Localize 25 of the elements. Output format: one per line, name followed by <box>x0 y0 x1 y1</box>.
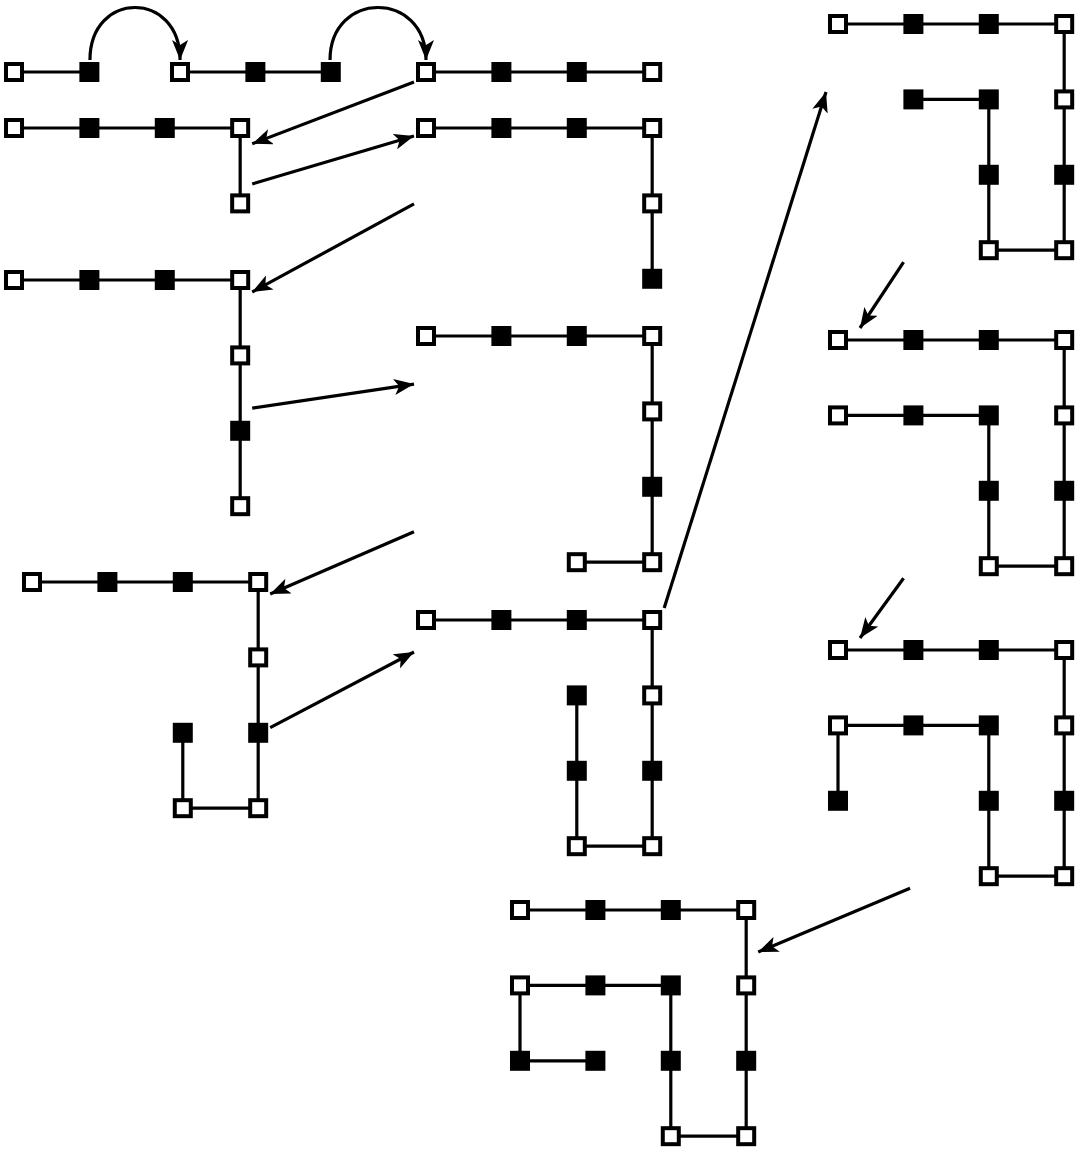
lattice-chain-drawing <box>2 268 253 519</box>
lattice-chain-drawing <box>20 570 271 821</box>
lattice-chain-drawing <box>826 328 1077 579</box>
arrow <box>251 202 415 294</box>
lattice-chain-drawing <box>2 116 253 216</box>
arrow <box>269 650 415 730</box>
lattice-chain-drawing <box>826 12 1077 263</box>
arrow <box>251 80 415 146</box>
lattice-chain-drawing <box>414 116 665 291</box>
lattice-chain-drawing <box>826 638 1077 889</box>
arrow <box>269 530 415 596</box>
arrow <box>662 91 828 609</box>
lattice-chain-drawing <box>414 324 665 575</box>
lattice-chain-drawing <box>168 60 343 84</box>
lattice-chain-drawing <box>2 60 102 84</box>
lattice-chain-drawing <box>414 60 665 84</box>
lattice-chain-drawing <box>414 608 665 859</box>
arrow <box>757 886 911 954</box>
arrow <box>251 133 415 186</box>
arrow <box>858 261 905 329</box>
curved-arrow <box>88 5 186 61</box>
arrow <box>251 379 415 410</box>
lattice-chain-drawing <box>508 898 759 1149</box>
arrow <box>858 577 905 639</box>
curved-arrow <box>328 6 432 61</box>
